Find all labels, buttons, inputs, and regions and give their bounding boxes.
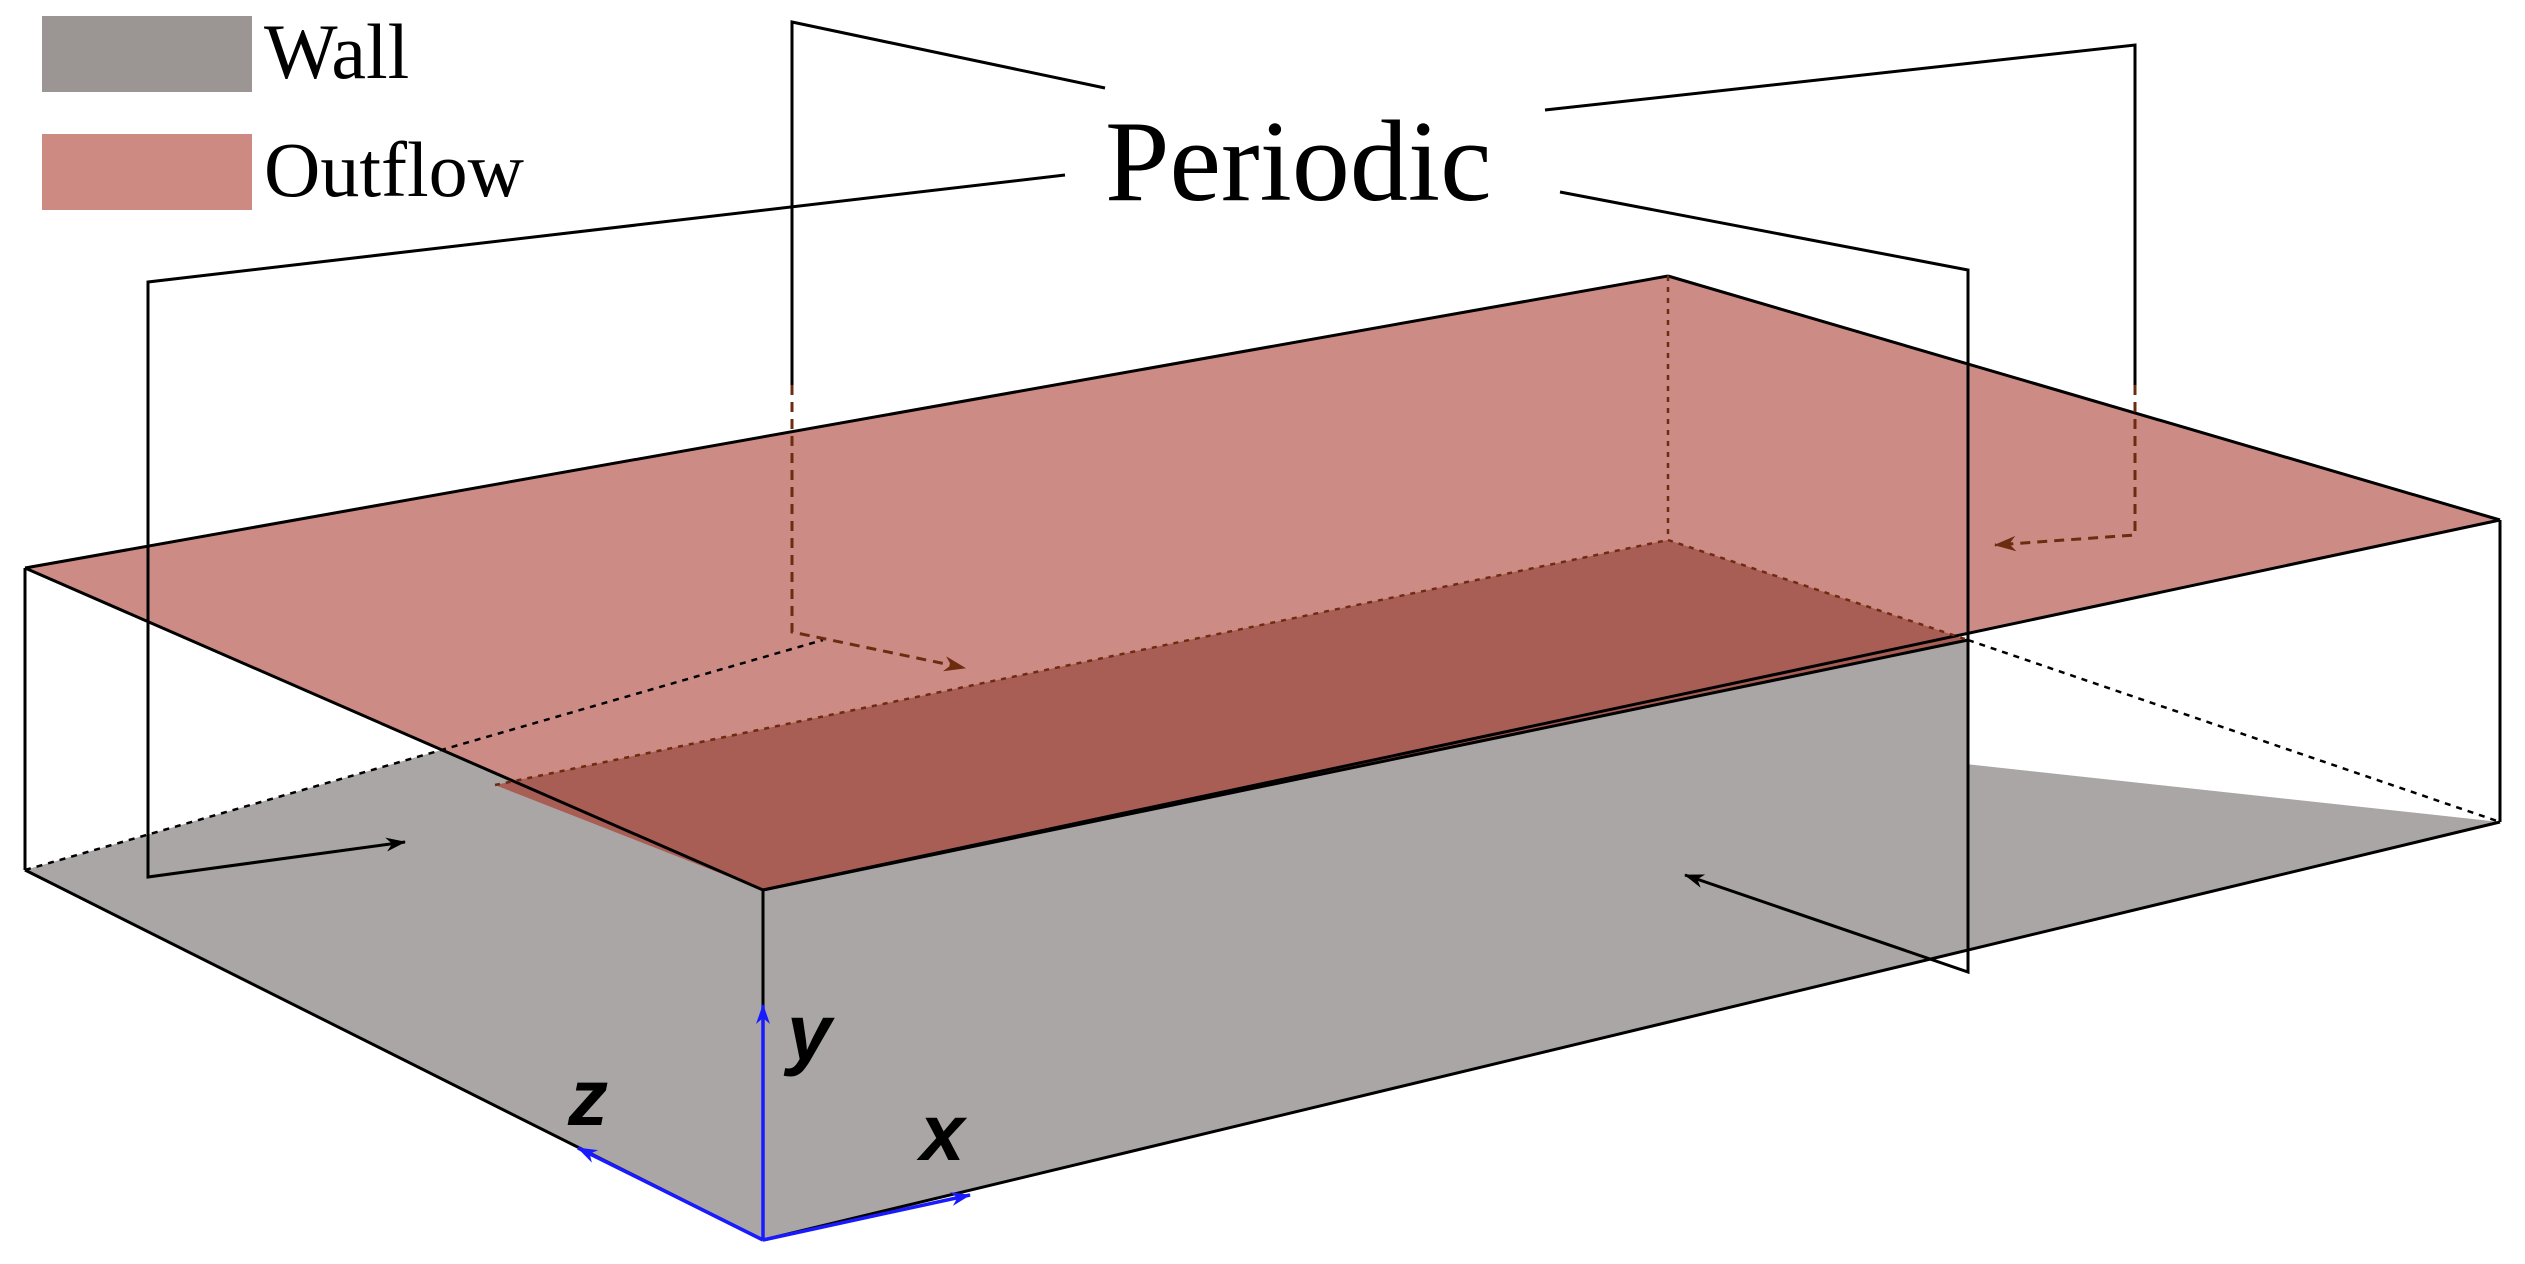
periodic-leader-right xyxy=(1559,190,1970,975)
periodic-leader-left xyxy=(146,173,1066,879)
periodic-leader-top-left xyxy=(790,20,1106,385)
legend-swatch-wall xyxy=(42,16,252,92)
y-axis-label: y xyxy=(783,988,835,1077)
outflow-overlap xyxy=(495,540,1968,890)
outflow-plane xyxy=(25,276,2500,890)
front-wall-face xyxy=(763,640,1968,1240)
x-axis-label: x xyxy=(916,1088,968,1177)
legend-label-wall: Wall xyxy=(264,8,409,95)
periodic-leader-top-left-hidden xyxy=(790,385,967,672)
x-axis-arrow xyxy=(762,1192,971,1242)
z-axis-arrow xyxy=(577,1146,764,1242)
periodic-label: Periodic xyxy=(1105,98,1492,226)
periodic-leader-top-right xyxy=(1544,43,2137,385)
legend-label-outflow: Outflow xyxy=(264,126,524,213)
legend-swatch-outflow xyxy=(42,134,252,210)
periodic-leader-top-right-hidden xyxy=(1993,385,2137,552)
z-axis-label: z xyxy=(567,1053,608,1142)
